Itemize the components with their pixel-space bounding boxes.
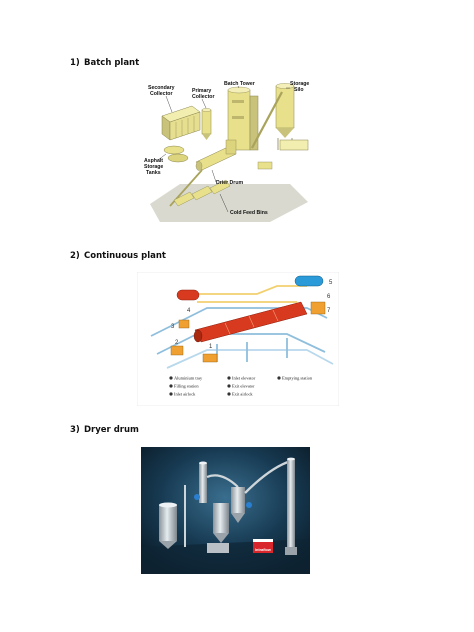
- legend-item-aluminium-tray: Aluminium tray: [174, 376, 203, 381]
- label-secondary-collector-2: Collector: [150, 91, 172, 97]
- label-batch-tower: Batch Tower: [224, 81, 255, 87]
- continuous-plant-illustration: 1 2 3 4 5 6 7 Aluminium tray Inlet eleva…: [137, 272, 339, 406]
- label-cold-feed-bins: Cold Feed Bins: [230, 210, 268, 216]
- blue-fan: [246, 502, 252, 508]
- batch-tower: [227, 86, 259, 151]
- exhaust-stack: [285, 457, 297, 555]
- callout-6: 6: [327, 294, 331, 300]
- section-number: 1): [70, 58, 80, 68]
- legend-bullet: [169, 392, 173, 396]
- blue-tank: [294, 275, 324, 287]
- legend-bullet: [227, 384, 231, 388]
- left-silo: [159, 485, 186, 549]
- primary-collector: [201, 108, 212, 140]
- label-secondary-collector-1: Secondary: [148, 85, 175, 91]
- drier-drum: [195, 139, 237, 171]
- callout-4: 4: [187, 308, 191, 314]
- label-asphalt-1: Asphalt: [144, 158, 163, 164]
- dryer-drum-illustration: Intraflow: [141, 447, 310, 574]
- loading-truck: [257, 161, 273, 170]
- continuous-plant-figure: 1 2 3 4 5 6 7 Aluminium tray Inlet eleva…: [137, 272, 339, 406]
- legend: Aluminium tray Inlet elevator Emptying s…: [169, 376, 313, 397]
- legend-item-inlet-elevator: Inlet elevator: [232, 376, 256, 381]
- dryer-drum-figure: Intraflow: [141, 447, 310, 574]
- legend-item-exit-airlock: Exit airlock: [232, 392, 253, 397]
- blue-fan: [194, 494, 200, 500]
- legend-item-filling-station: Filling station: [174, 384, 199, 389]
- section-title: Batch plant: [84, 58, 140, 68]
- red-tank: [176, 289, 200, 301]
- secondary-collector: [161, 105, 201, 141]
- base-unit: [207, 543, 229, 553]
- legend-bullet: [169, 376, 173, 380]
- label-asphalt-2: Storage: [144, 164, 163, 170]
- callout-5: 5: [329, 280, 333, 286]
- intraflow-badge: Intraflow: [253, 539, 273, 553]
- emptying-station-box: [310, 301, 326, 315]
- legend-item-exit-elevator: Exit elevator: [232, 384, 255, 389]
- section-number: 3): [70, 425, 80, 435]
- section-heading-continuous-plant: 2) Continuous plant: [70, 251, 166, 261]
- section-title: Continuous plant: [84, 251, 166, 261]
- section-heading-batch-plant: 1) Batch plant: [70, 58, 139, 68]
- airlock-box: [202, 353, 218, 363]
- label-primary-collector-2: Collector: [192, 94, 214, 100]
- legend-bullet: [277, 376, 281, 380]
- cold-feed-bins: [173, 179, 231, 207]
- inlet-box: [178, 319, 190, 329]
- label-storage-silo-2: Silo: [294, 87, 304, 93]
- filling-station-box: [170, 345, 184, 356]
- callout-2: 2: [175, 340, 179, 346]
- legend-item-inlet-airlock: Inlet airlock: [174, 392, 196, 397]
- callout-1: 1: [209, 344, 213, 350]
- skip-conveyor: [251, 91, 283, 149]
- legend-bullet: [169, 384, 173, 388]
- badge-text: Intraflow: [255, 548, 271, 552]
- section-title: Dryer drum: [84, 425, 139, 435]
- section-number: 2): [70, 251, 80, 261]
- label-asphalt-3: Tanks: [146, 170, 161, 176]
- label-drier-drum: Drier Drum: [216, 180, 243, 186]
- label-primary-collector-1: Primary: [192, 88, 211, 94]
- red-rotary-drum: [193, 301, 308, 343]
- label-storage-silo-1: Storage: [290, 81, 309, 87]
- batch-plant-figure: Secondary Collector Primary Collector Ba…: [140, 76, 320, 228]
- callout-3: 3: [171, 324, 175, 330]
- legend-bullet: [227, 392, 231, 396]
- legend-item-emptying-station: Emptying station: [282, 376, 313, 381]
- leader-lines: [157, 85, 290, 213]
- section-heading-dryer-drum: 3) Dryer drum: [70, 425, 139, 435]
- asphalt-storage-tanks: [163, 145, 189, 163]
- callout-7: 7: [327, 308, 331, 314]
- legend-bullet: [227, 376, 231, 380]
- batch-plant-illustration: Secondary Collector Primary Collector Ba…: [144, 81, 309, 222]
